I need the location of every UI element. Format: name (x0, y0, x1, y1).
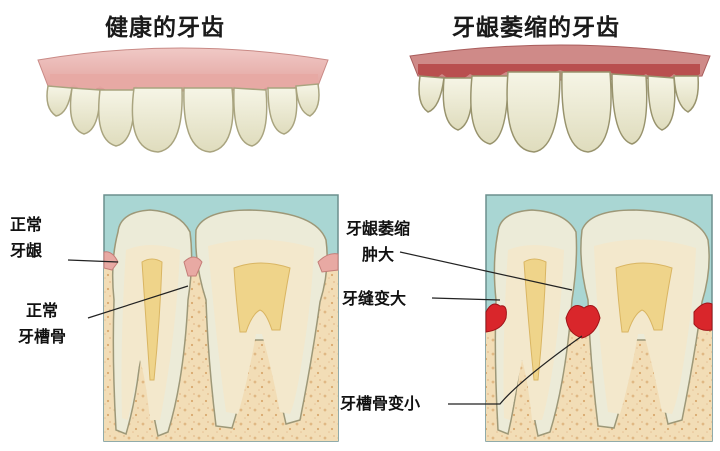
normal-gum-label-line1: 正常 (10, 212, 42, 238)
healthy-arch (38, 48, 328, 152)
receded-cross-section (486, 195, 712, 441)
normal-gum-label: 正常 牙龈 (10, 212, 42, 264)
healthy-cross-section (104, 195, 338, 441)
gap-widened-label: 牙缝变大 (342, 286, 406, 312)
receded-arch (410, 45, 710, 152)
normal-bone-label: 正常 牙槽骨 (18, 298, 66, 350)
gum-recession-label-line1: 牙龈萎缩 (346, 216, 410, 242)
normal-bone-label-line1: 正常 (18, 298, 66, 324)
gum-recession-label: 牙龈萎缩 肿大 (346, 216, 410, 268)
normal-bone-label-line2: 牙槽骨 (18, 324, 66, 350)
gum-recession-label-line2: 肿大 (346, 242, 410, 268)
normal-gum-label-line2: 牙龈 (10, 238, 42, 264)
bone-reduced-label: 牙槽骨变小 (340, 391, 420, 417)
